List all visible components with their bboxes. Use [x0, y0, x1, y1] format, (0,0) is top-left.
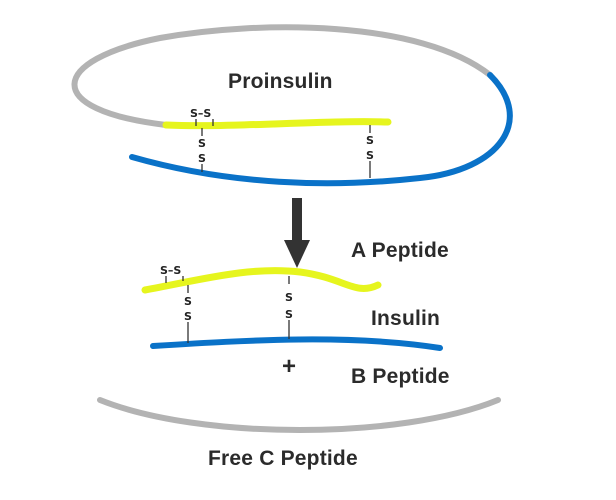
b-peptide-label: B Peptide — [351, 365, 450, 388]
s-atom: S — [285, 291, 293, 304]
a-peptide-label: A Peptide — [351, 239, 449, 262]
free-c-peptide-label: Free C Peptide — [208, 447, 358, 470]
ss-label: S–S — [190, 107, 211, 120]
proinsulin-label: Proinsulin — [228, 70, 333, 93]
s-atom: S — [285, 308, 293, 321]
s-atom: S — [198, 152, 206, 165]
proinsulin-a-chain — [162, 118, 392, 130]
insulin-intra-disulfide: S–S — [160, 264, 184, 283]
insulin-disulfide-right: S S — [285, 276, 293, 339]
s-atom: S — [198, 137, 206, 150]
insulin-b-chain — [150, 336, 443, 351]
s-atom: S — [366, 149, 374, 162]
proinsulin-disulfide-left: S S — [198, 128, 206, 172]
s-atom: S — [366, 134, 374, 147]
proinsulin-intra-disulfide: S–S — [190, 107, 214, 126]
proinsulin-b-chain — [129, 72, 513, 187]
free-c-peptide-chain — [97, 397, 501, 433]
insulin-disulfide-left: S S — [184, 285, 192, 343]
processing-arrow-icon — [284, 198, 310, 268]
plus-sign: + — [282, 353, 297, 380]
proinsulin-c-chain — [71, 24, 493, 128]
s-atom: S — [184, 295, 192, 308]
s-atom: S — [184, 310, 192, 323]
proinsulin-disulfide-right: S S — [366, 125, 374, 178]
insulin-a-chain — [141, 267, 382, 294]
ss-label: S–S — [160, 264, 181, 277]
insulin-label: Insulin — [371, 307, 441, 330]
